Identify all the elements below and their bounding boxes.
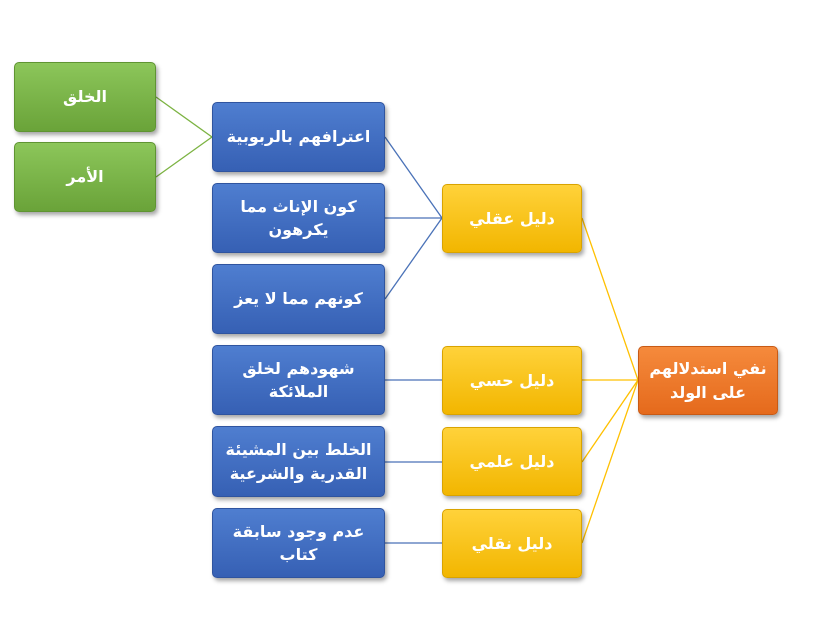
connector-textual-root [581, 379, 639, 544]
node-females: كون الإناث مما يكرهون [212, 183, 385, 253]
node-command: الأمر [14, 142, 156, 212]
node-lordship: اعترافهم بالربوبية [212, 102, 385, 172]
node-sensory: دليل حسي [442, 346, 582, 415]
connector-lordship-rational [384, 136, 443, 219]
node-textual: دليل نقلي [442, 509, 582, 578]
node-will: الخلط بين المشيئة القدرية والشرعية [212, 426, 385, 497]
node-creation: الخلق [14, 62, 156, 132]
node-scientific: دليل علمي [442, 427, 582, 496]
connector-creation-lordship [155, 96, 213, 138]
node-weak: كونهم مما لا يعز [212, 264, 385, 334]
connector-command-lordship [155, 136, 213, 178]
node-book: عدم وجود سابقة كتاب [212, 508, 385, 578]
node-rational: دليل عقلي [442, 184, 582, 253]
node-root: نفي استدلالهم على الولد [638, 346, 778, 415]
connector-rational-root [581, 217, 639, 381]
connector-weak-rational [384, 217, 443, 300]
connector-scientific-root [581, 379, 639, 463]
node-angels: شهودهم لخلق الملائكة [212, 345, 385, 415]
